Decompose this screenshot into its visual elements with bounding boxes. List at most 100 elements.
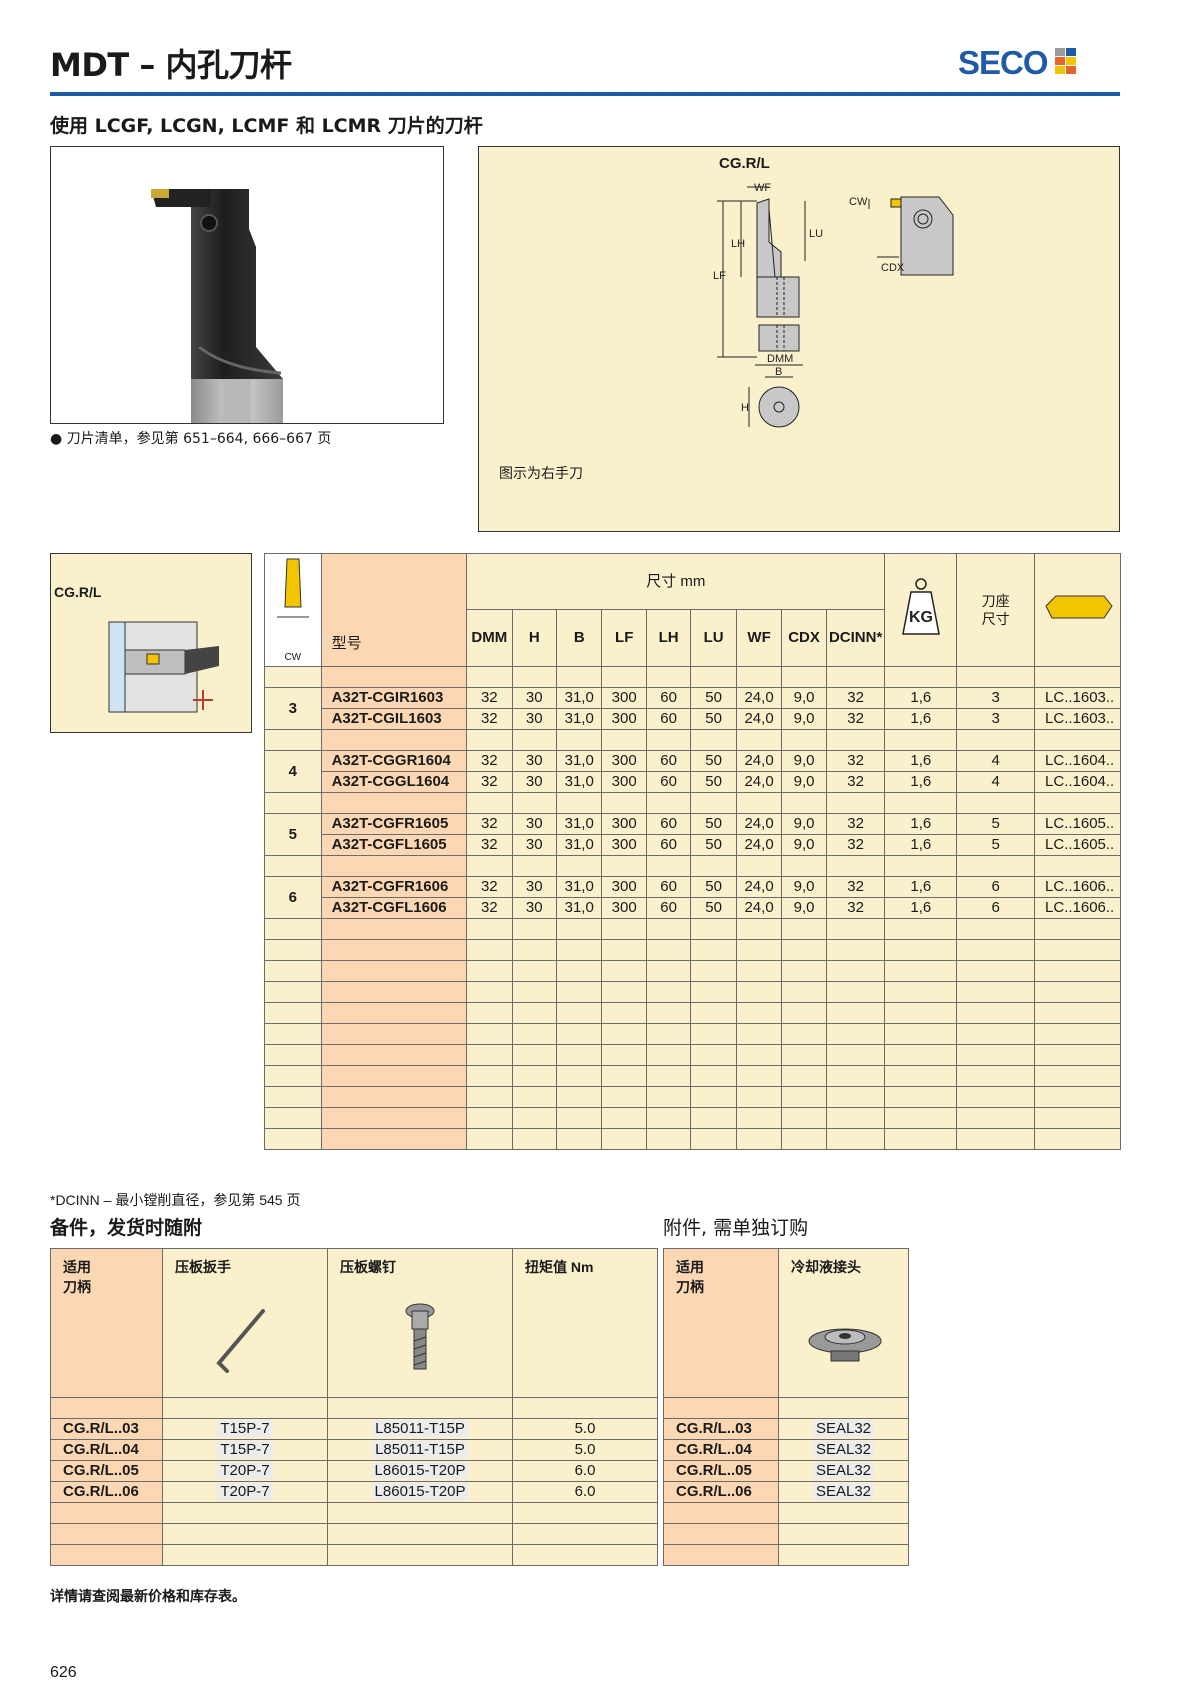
empty-cell	[781, 1023, 827, 1045]
holder-figure-label: CG.R/L	[54, 584, 102, 600]
dim-value: 300	[601, 834, 647, 856]
dim-lh-label: LH	[731, 238, 745, 250]
empty-cell	[884, 1023, 958, 1045]
empty-cell	[825, 981, 886, 1003]
dim-value: 300	[601, 687, 647, 709]
dimension-drawing: WF LH LU LF CW CDX DMM B H	[713, 182, 954, 428]
empty-cell	[735, 981, 783, 1003]
spacer-cell	[511, 666, 558, 688]
empty-cell	[825, 1002, 886, 1024]
spacer-cell	[511, 792, 558, 814]
empty-row	[264, 1002, 1121, 1024]
dim-h-label: H	[741, 402, 749, 414]
dim-wf-label: WF	[754, 182, 771, 194]
key-cell: T15P-7	[162, 1418, 328, 1440]
empty-cell	[735, 1044, 783, 1066]
spacer-cell	[781, 855, 827, 877]
spacer-cell	[320, 729, 468, 751]
header-rule	[50, 92, 1120, 96]
holder-name: CG.R/L..03	[663, 1418, 779, 1440]
dim-value: 50	[690, 876, 737, 898]
empty-cell	[735, 1107, 783, 1129]
empty-cell	[1034, 981, 1121, 1003]
empty-cell	[735, 1023, 783, 1045]
empty-cell	[512, 1523, 658, 1545]
empty-cell	[956, 1065, 1036, 1087]
empty-cell	[956, 960, 1036, 982]
spacer-cell	[511, 855, 558, 877]
empty-cell	[264, 981, 322, 1003]
empty-row	[264, 1044, 1121, 1066]
spacer-cell	[825, 729, 886, 751]
empty-row	[264, 1107, 1121, 1129]
coolant-cell: SEAL32	[778, 1439, 909, 1461]
weight-kg-icon: KG	[901, 578, 940, 635]
empty-cell	[825, 1107, 886, 1129]
spacer-cell	[825, 666, 886, 688]
model-header: 型号	[320, 553, 468, 667]
empty-cell	[778, 1544, 909, 1566]
spacer-cell	[781, 666, 827, 688]
empty-cell	[690, 960, 737, 982]
spacer-cell	[264, 729, 322, 751]
dim-value: 31,0	[555, 708, 603, 730]
spacer-cell	[320, 792, 468, 814]
empty-cell	[162, 1502, 328, 1524]
dim-value: 30	[511, 834, 558, 856]
diagram-label: CG.R/L	[719, 155, 770, 172]
empty-cell	[264, 1107, 322, 1129]
dim-value: 9,0	[781, 876, 827, 898]
empty-cell	[511, 939, 558, 961]
dim-col-header: H	[511, 609, 558, 667]
empty-cell	[555, 1023, 603, 1045]
empty-cell	[50, 1523, 163, 1545]
spacer-cell	[690, 792, 737, 814]
empty-cell	[601, 939, 647, 961]
empty-cell	[884, 1128, 958, 1150]
dim-value: 30	[511, 750, 558, 772]
dim-value: 50	[690, 897, 737, 919]
insert-list-note: ● 刀片清单，参见第 651–664, 666–667 页	[50, 431, 332, 447]
empty-cell	[264, 1086, 322, 1108]
empty-cell	[884, 939, 958, 961]
empty-cell	[327, 1397, 513, 1419]
seat-size-header: 刀座 尺寸	[956, 553, 1036, 667]
model-name: A32T-CGFL1605	[320, 834, 468, 856]
empty-cell	[601, 918, 647, 940]
empty-cell	[645, 918, 692, 940]
empty-row	[264, 918, 1121, 940]
dim-col-header: CDX	[781, 609, 827, 667]
clamp-screw-icon	[405, 1303, 435, 1370]
product-photo	[50, 146, 444, 424]
dim-value: 300	[601, 897, 647, 919]
dim-value: 31,0	[555, 771, 603, 793]
empty-cell	[466, 981, 513, 1003]
kg-value: 1,6	[884, 897, 958, 919]
spacer-cell	[1034, 792, 1121, 814]
spacer-cell	[555, 792, 603, 814]
dim-value: 30	[511, 897, 558, 919]
key-code: T15P-7	[217, 1420, 273, 1437]
dim-value: 32	[466, 771, 513, 793]
empty-cell	[601, 1044, 647, 1066]
dim-value: 24,0	[735, 771, 783, 793]
key-cell: T15P-7	[162, 1439, 328, 1461]
cw-header-label: CW	[284, 652, 302, 663]
spacer-cell	[781, 729, 827, 751]
empty-cell	[162, 1523, 328, 1545]
spacer-row	[264, 729, 1121, 751]
seat-value: 4	[956, 771, 1036, 793]
empty-cell	[825, 960, 886, 982]
empty-row	[264, 939, 1121, 961]
spacer-cell	[735, 855, 783, 877]
seat-value: 6	[956, 897, 1036, 919]
screw-cell: L86015-T20P	[327, 1481, 513, 1503]
page-subtitle: 使用 LCGF, LCGN, LCMF 和 LCMR 刀片的刀杆	[50, 115, 483, 137]
empty-cell	[50, 1544, 163, 1566]
insert-shape-icon	[1044, 595, 1113, 619]
spacer-cell	[645, 792, 692, 814]
